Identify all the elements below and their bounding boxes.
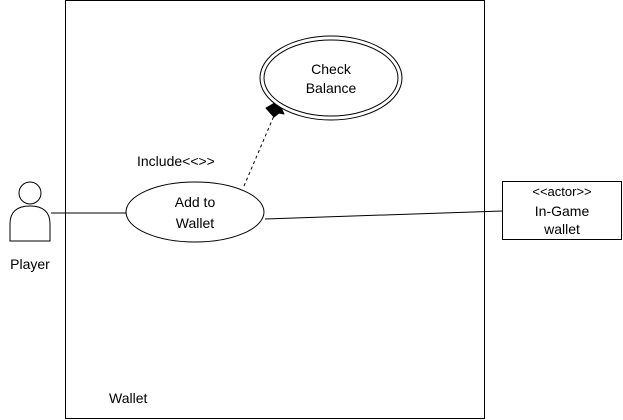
use-case-check-balance-line1: Check [311, 61, 352, 77]
use-case-check-balance-line2: Balance [306, 80, 357, 96]
use-case-add-to-wallet-line1: Add to [175, 194, 216, 210]
in-game-wallet-label-line1: In-Game [535, 203, 590, 219]
system-boundary-label: Wallet [109, 390, 147, 406]
in-game-wallet-actor-box [502, 181, 622, 240]
in-game-wallet-stereotype: <<actor>> [532, 184, 591, 199]
use-case-add-to-wallet [125, 181, 265, 243]
include-label: Include<<>> [137, 153, 215, 169]
in-game-wallet-label-line2: wallet [543, 221, 580, 237]
player-actor-label: Player [10, 256, 50, 272]
association-add-to-wallet-in-game-wallet [264, 210, 503, 220]
use-case-add-to-wallet-line2: Wallet [176, 215, 214, 231]
player-actor-icon [9, 181, 51, 242]
use-case-check-balance [263, 39, 399, 117]
include-dependency-line [243, 110, 277, 187]
